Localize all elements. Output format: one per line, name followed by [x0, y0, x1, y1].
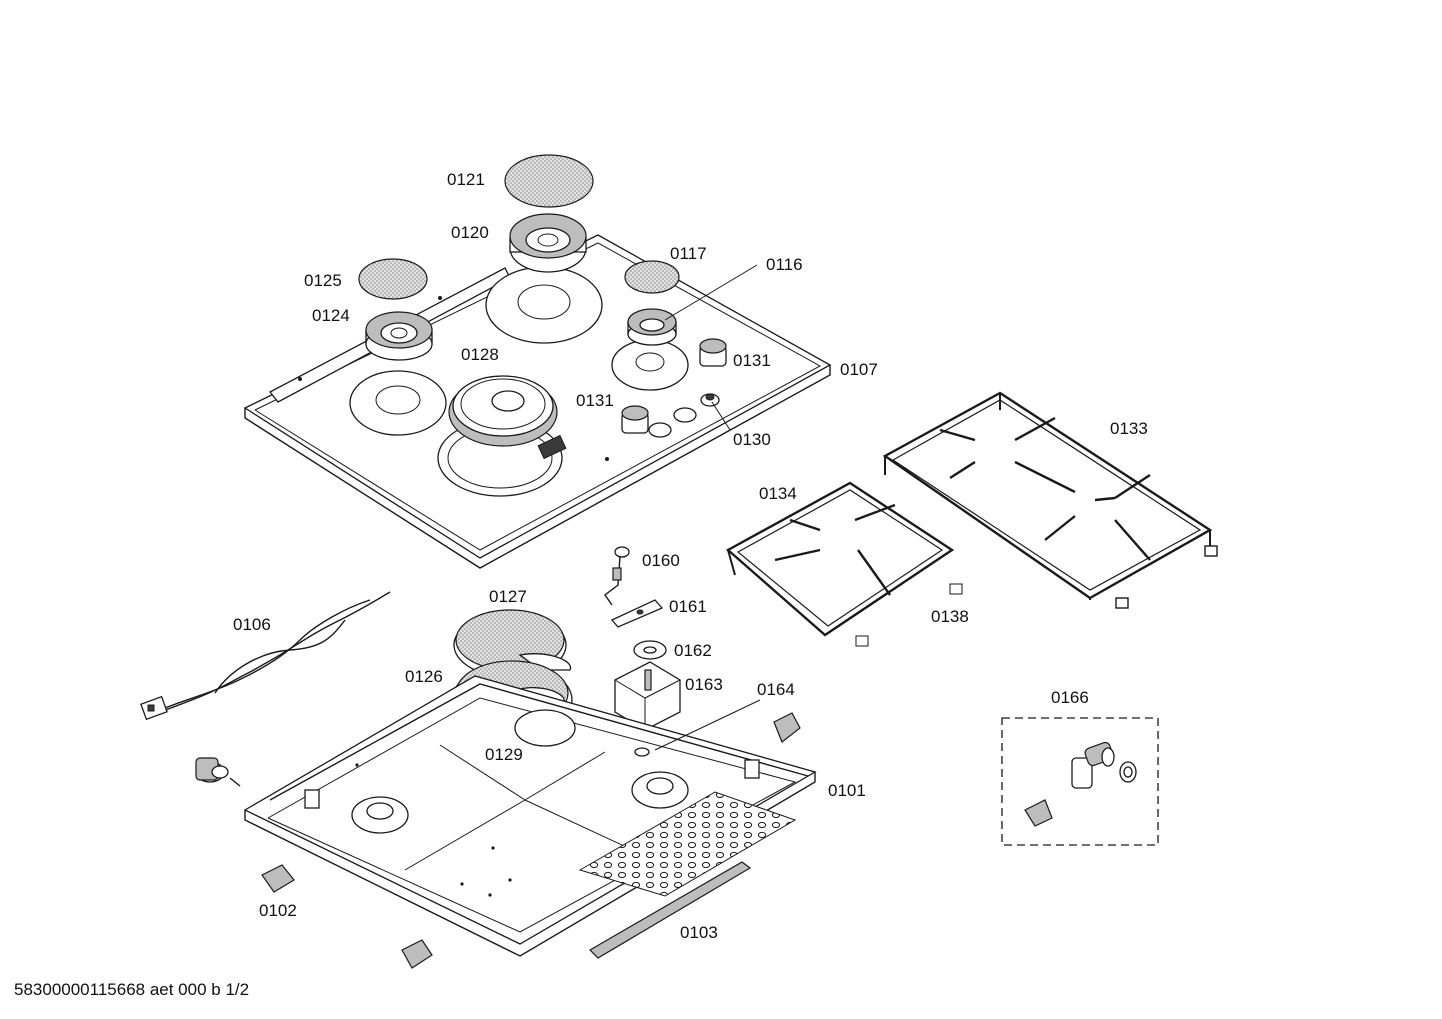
label-0106: 0106 — [233, 615, 271, 634]
label-0102: 0102 — [259, 901, 297, 920]
label-0125: 0125 — [304, 271, 342, 290]
label-0131-upper: 0131 — [733, 351, 771, 370]
electrode-plate — [610, 599, 664, 628]
washer — [633, 640, 667, 660]
burner-head-left — [365, 311, 433, 361]
label-0166: 0166 — [1051, 688, 1089, 707]
burner-cap-small-left — [358, 258, 428, 300]
label-0117: 0117 — [670, 244, 707, 263]
label-0124: 0124 — [312, 306, 350, 325]
label-0138: 0138 — [931, 607, 969, 626]
label-0101: 0101 — [828, 781, 866, 800]
label-0130: 0130 — [733, 430, 771, 449]
label-0116: 0116 — [766, 255, 803, 274]
label-0120: 0120 — [451, 223, 489, 242]
leader-lines-bottom — [654, 699, 761, 751]
conversion-kit-box — [1001, 717, 1159, 846]
seal-strip — [589, 861, 752, 959]
label-0129: 0129 — [485, 745, 523, 764]
base-tray — [243, 675, 817, 957]
label-0162: 0162 — [674, 641, 712, 660]
label-0128: 0128 — [461, 345, 499, 364]
pipe-fitting-left — [195, 757, 241, 787]
energy-regulator — [614, 661, 681, 731]
burner-cap-large — [504, 154, 594, 208]
mounting-clip-right — [773, 712, 801, 743]
leader-lines-top — [664, 264, 758, 431]
label-0121: 0121 — [447, 170, 485, 189]
burner-cap-small-right — [624, 260, 680, 294]
hotplate-cover-0127 — [453, 609, 572, 678]
label-0161: 0161 — [669, 597, 707, 616]
label-0160: 0160 — [642, 551, 680, 570]
part-labels: 0121 0120 0125 0124 0117 0116 0128 0131 … — [233, 170, 1148, 942]
document-id-footer: 58300000115668 aet 000 b 1/2 — [14, 980, 250, 999]
label-0107: 0107 — [840, 360, 878, 379]
label-0164: 0164 — [757, 680, 795, 699]
control-knobs — [621, 338, 727, 434]
power-cable — [140, 591, 391, 721]
burner-head-large — [509, 213, 587, 273]
label-0103: 0103 — [680, 923, 718, 942]
pan-support-large — [882, 391, 1218, 609]
label-0131-lower: 0131 — [576, 391, 614, 410]
mounting-clip-0102 — [261, 864, 433, 969]
label-0133: 0133 — [1110, 419, 1148, 438]
label-0134: 0134 — [759, 484, 797, 503]
cooktop-top-plate — [243, 234, 832, 569]
spark-electrode — [604, 546, 630, 606]
label-0126: 0126 — [405, 667, 443, 686]
pan-support-small — [725, 481, 963, 647]
label-0127: 0127 — [489, 587, 527, 606]
label-0163: 0163 — [685, 675, 723, 694]
burner-head-right — [627, 308, 677, 346]
